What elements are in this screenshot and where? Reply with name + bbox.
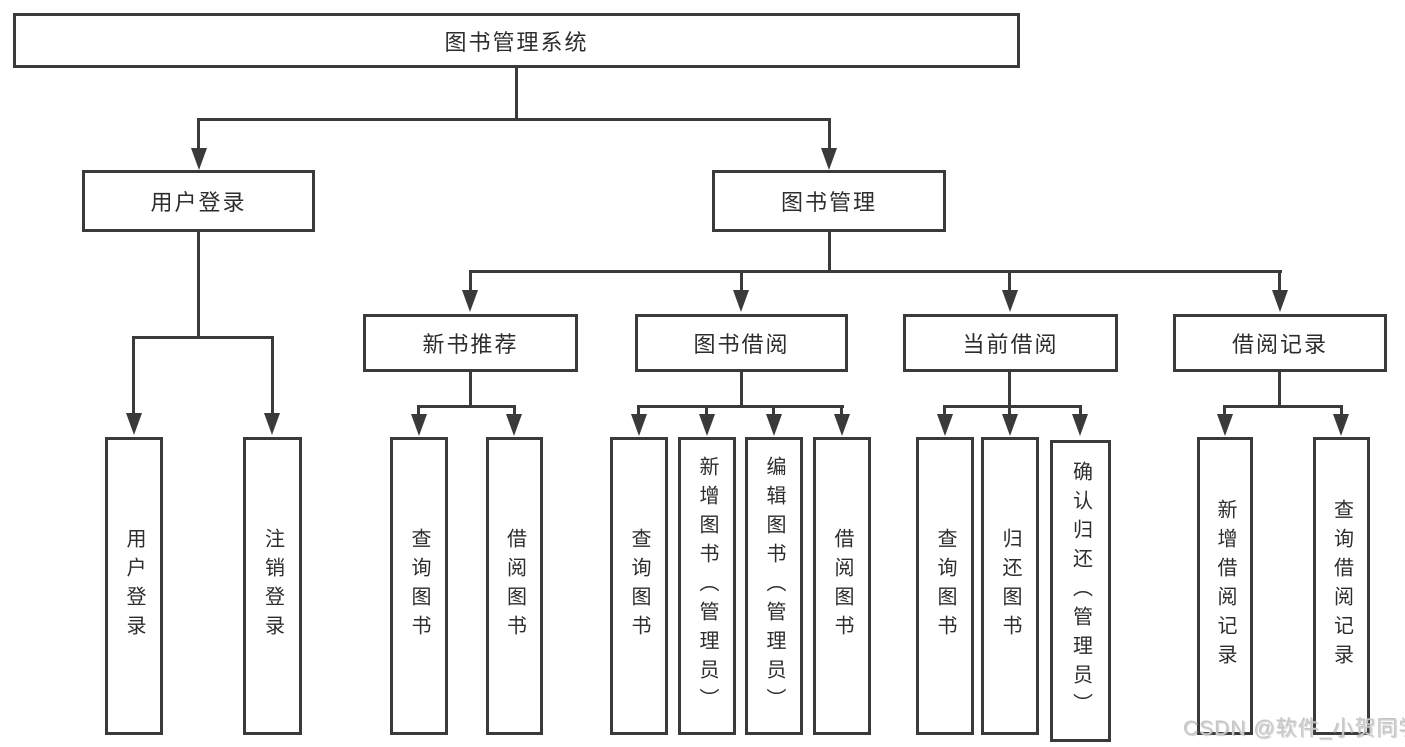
- connector-line: [637, 405, 640, 417]
- leaf-query-books: 查询图书: [390, 437, 448, 735]
- node-user-login: 用户登录: [82, 170, 315, 232]
- node-library-management-system: 图书管理系统: [13, 13, 1020, 68]
- node-new-book-recommendation: 新书推荐: [363, 314, 578, 372]
- connector-line: [1278, 273, 1281, 292]
- connector-line: [740, 273, 743, 292]
- leaf-label: 注销登录: [261, 528, 284, 644]
- leaf-edit-books-admin: 编辑图书（管理员）: [745, 437, 803, 735]
- node-book-management: 图书管理: [712, 170, 946, 232]
- node-label: 图书管理: [780, 190, 877, 215]
- connector-line: [417, 405, 516, 408]
- connector-line: [1008, 273, 1011, 292]
- leaf-label: 查询借阅记录: [1330, 499, 1353, 673]
- leaf-logout: 注销登录: [243, 437, 302, 735]
- csdn-watermark: CSDN @软件_小贺同学: [1183, 717, 1405, 740]
- node-label: 图书借阅: [693, 332, 790, 357]
- arrowhead-down-icon: [821, 148, 837, 170]
- leaf-borrow-books: 借阅图书: [813, 437, 871, 735]
- leaf-label: 用户登录: [123, 528, 145, 644]
- arrowhead-down-icon: [506, 414, 522, 436]
- leaf-label: 新增借阅记录: [1214, 499, 1236, 673]
- leaf-add-borrow-record: 新增借阅记录: [1197, 437, 1253, 735]
- arrowhead-down-icon: [834, 414, 850, 436]
- leaf-return-books: 归还图书: [981, 437, 1039, 735]
- connector-line: [469, 270, 1282, 273]
- connector-line: [1008, 405, 1011, 417]
- arrowhead-down-icon: [1002, 290, 1018, 312]
- connector-line: [515, 68, 518, 121]
- connector-line: [840, 405, 843, 417]
- connector-line: [1079, 405, 1082, 417]
- connector-line: [772, 405, 775, 417]
- arrowhead-down-icon: [191, 148, 207, 170]
- connector-line: [132, 336, 274, 339]
- leaf-label: 查询图书: [408, 528, 430, 644]
- leaf-borrow-books: 借阅图书: [486, 437, 543, 735]
- leaf-label: 查询图书: [628, 528, 650, 644]
- arrowhead-down-icon: [733, 290, 749, 312]
- leaf-label: 借阅图书: [503, 528, 526, 644]
- leaf-query-books: 查询图书: [610, 437, 668, 735]
- arrowhead-down-icon: [937, 414, 953, 436]
- arrowhead-down-icon: [1272, 290, 1288, 312]
- node-label: 借阅记录: [1231, 332, 1328, 357]
- arrowhead-down-icon: [766, 414, 782, 436]
- node-current-borrowing: 当前借阅: [903, 314, 1118, 372]
- node-label: 图书管理系统: [444, 29, 589, 55]
- connector-line: [132, 339, 135, 416]
- connector-line: [943, 405, 1082, 408]
- leaf-label: 归还图书: [999, 528, 1021, 644]
- connector-line: [705, 405, 708, 417]
- connector-line: [197, 232, 200, 337]
- leaf-user-login: 用户登录: [105, 437, 163, 735]
- leaf-label: 确认归还（管理员）: [1069, 460, 1092, 722]
- leaf-label: 借阅图书: [831, 528, 853, 644]
- connector-line: [469, 372, 472, 408]
- leaf-label: 编辑图书（管理员）: [763, 455, 785, 717]
- arrowhead-down-icon: [264, 413, 280, 435]
- connector-line: [417, 405, 420, 417]
- connector-line: [1223, 405, 1343, 408]
- arrowhead-down-icon: [126, 413, 142, 435]
- arrowhead-down-icon: [699, 414, 715, 436]
- connector-line: [469, 273, 472, 292]
- connector-line: [197, 118, 200, 152]
- connector-line: [513, 405, 516, 417]
- arrowhead-down-icon: [1217, 414, 1233, 436]
- leaf-query-books: 查询图书: [916, 437, 974, 735]
- connector-line: [271, 339, 274, 416]
- arrowhead-down-icon: [462, 290, 478, 312]
- connector-line: [1340, 405, 1343, 417]
- node-label: 新书推荐: [422, 332, 519, 357]
- leaf-add-books-admin: 新增图书（管理员）: [678, 437, 736, 735]
- leaf-label: 新增图书（管理员）: [696, 455, 718, 717]
- connector-line: [1008, 372, 1011, 408]
- leaf-query-borrow-record: 查询借阅记录: [1313, 437, 1370, 735]
- arrowhead-down-icon: [1333, 414, 1349, 436]
- connector-line: [740, 372, 743, 408]
- leaf-confirm-return-admin: 确认归还（管理员）: [1050, 440, 1111, 742]
- arrowhead-down-icon: [1072, 414, 1088, 436]
- connector-line: [828, 232, 831, 272]
- node-label: 用户登录: [150, 190, 247, 215]
- node-label: 当前借阅: [962, 332, 1059, 357]
- arrowhead-down-icon: [1002, 414, 1018, 436]
- connector-line: [828, 118, 831, 152]
- node-borrowing-records: 借阅记录: [1173, 314, 1387, 372]
- arrowhead-down-icon: [631, 414, 647, 436]
- connector-line: [197, 118, 830, 121]
- connector-line: [1223, 405, 1226, 417]
- leaf-label: 查询图书: [934, 528, 956, 644]
- connector-line: [637, 405, 844, 408]
- connector-line: [943, 405, 946, 417]
- node-book-borrowing: 图书借阅: [635, 314, 848, 372]
- arrowhead-down-icon: [411, 414, 427, 436]
- connector-line: [1278, 372, 1281, 408]
